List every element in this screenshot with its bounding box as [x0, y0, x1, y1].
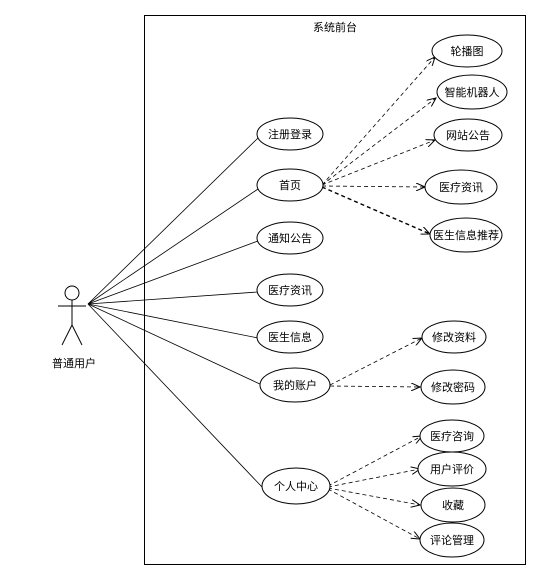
- usecase-home-label: 首页: [279, 178, 301, 192]
- usecase-change-password-label: 修改密码: [431, 380, 475, 394]
- usecase-smart-robot-label: 智能机器人: [445, 85, 500, 99]
- usecase-carousel: [431, 34, 503, 68]
- usecase-medical-news: [256, 273, 324, 307]
- associations: [87, 137, 263, 488]
- assoc-home: [87, 188, 259, 305]
- actor-head: [64, 285, 80, 301]
- actor-user: [58, 285, 86, 346]
- usecase-personal-center: [261, 467, 331, 505]
- usecase-smart-robot: [436, 74, 508, 110]
- usecase-notice: [256, 221, 324, 255]
- dep-account-change-password: [329, 386, 420, 387]
- usecase-comment-manage: [419, 522, 485, 558]
- system-title: 系统前台: [313, 20, 357, 34]
- usecase-favorites-label: 收藏: [442, 498, 464, 512]
- usecase-change-password: [420, 369, 486, 405]
- dep-home-doctor-recommend: [321, 186, 430, 235]
- dep-center-favorites: [327, 487, 420, 505]
- usecase-edit-profile: [421, 320, 487, 354]
- assoc-my-account: [87, 303, 263, 386]
- dep-center-review: [327, 469, 420, 488]
- usecase-medical-news-label: 医疗资讯: [268, 283, 312, 297]
- usecase-home: [256, 168, 324, 202]
- dep-center-comments: [327, 488, 420, 539]
- usecase-home-medical-news: [424, 169, 498, 205]
- usecase-user-review-label: 用户评价: [430, 462, 474, 476]
- usecase-doctor-recommend-label: 医生信息推荐: [433, 228, 499, 242]
- assoc-personal-center: [87, 303, 263, 488]
- usecase-my-account-label: 我的账户: [273, 378, 317, 392]
- dep-home-medical-news: [321, 186, 425, 187]
- usecase-comment-manage-label: 评论管理: [430, 533, 474, 547]
- dependencies: [321, 57, 436, 539]
- dep-home-robot: [321, 98, 436, 186]
- actor-right-leg: [71, 324, 83, 346]
- usecase-register-login: [256, 117, 324, 151]
- assoc-notice: [87, 240, 259, 305]
- dep-center-consult: [327, 436, 422, 487]
- usecase-user-review: [417, 451, 487, 487]
- actor-label: 普通用户: [52, 356, 96, 370]
- actor-left-leg: [61, 324, 73, 346]
- usecase-personal-center-label: 个人中心: [274, 480, 318, 493]
- assoc-doctor-info: [87, 303, 259, 339]
- usecase-register-login-label: 注册登录: [268, 127, 312, 141]
- usecase-notice-label: 通知公告: [268, 231, 312, 245]
- usecase-home-medical-news-label: 医疗资讯: [439, 180, 483, 194]
- dep-home-site-notice: [321, 140, 435, 186]
- usecase-carousel-label: 轮播图: [451, 44, 484, 58]
- system-boundary: [144, 15, 526, 565]
- usecase-edit-profile-label: 修改资料: [432, 330, 476, 344]
- usecase-doctor-recommend: [429, 217, 503, 253]
- usecase-doctor-info-label: 医生信息: [268, 330, 312, 344]
- dep-home-carousel: [321, 57, 435, 186]
- usecase-site-notice-label: 网站公告: [446, 128, 490, 142]
- usecase-my-account: [259, 367, 331, 403]
- dep-account-edit-profile: [329, 338, 422, 386]
- usecase-medical-consult-label: 医疗咨询: [430, 429, 474, 443]
- assoc-medical-news: [87, 291, 259, 305]
- usecase-doctor-info: [256, 320, 324, 354]
- assoc-register-login: [87, 137, 259, 305]
- usecase-site-notice: [433, 118, 503, 152]
- usecase-favorites: [420, 487, 486, 523]
